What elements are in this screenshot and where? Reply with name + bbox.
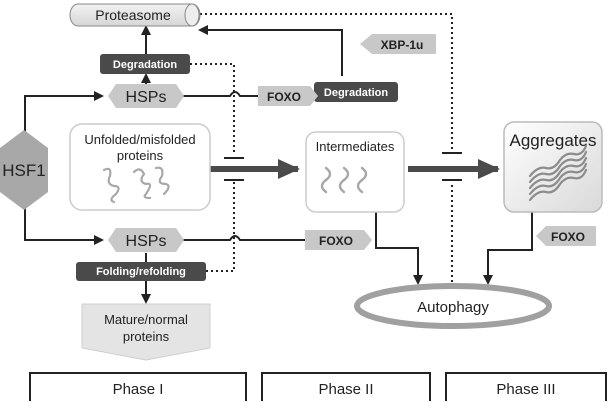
phase-bracket-3: Phase III — [445, 372, 607, 401]
aggregate-fibrils — [528, 144, 588, 202]
foxo-mid-label: FOXO — [319, 234, 353, 248]
dotted-proteasome-inhibit — [200, 13, 453, 150]
arrow-hsf1-to-hsps-bottom — [24, 201, 104, 245]
hsps-top-node: HSPs — [108, 84, 184, 108]
hsf1-node: HSF1 — [0, 130, 48, 210]
degradation-right-label: Degradation — [324, 87, 388, 99]
mature-label-line1: Mature/normal — [104, 312, 188, 327]
intermediate-squiggles — [320, 166, 368, 194]
foxo-mid-node: FOXO — [305, 230, 372, 250]
autophagy-label: Autophagy — [417, 299, 489, 316]
hsf1-label: HSF1 — [2, 161, 45, 180]
phase-2-label: Phase II — [318, 381, 373, 398]
arrow-foxo-to-hsps-bottom — [166, 235, 305, 245]
arrow-hsf1-to-hsps-top — [24, 91, 104, 138]
mature-label-line2: proteins — [123, 329, 170, 344]
arrow-foxo-to-hsps-top — [166, 91, 258, 101]
xbp1u-node: XBP-1u — [360, 34, 436, 54]
degradation-right-node: Degradation — [314, 82, 398, 102]
unfolded-label-line1: Unfolded/misfolded — [84, 132, 195, 147]
proteasome-label: Proteasome — [95, 7, 171, 23]
phase-bracket-1: Phase I — [29, 372, 247, 401]
intermediates-node: Intermediates — [305, 131, 405, 213]
foxo-top-label: FOXO — [267, 90, 301, 104]
unfolded-label-line2: proteins — [117, 148, 164, 163]
intermediates-label: Intermediates — [316, 139, 395, 154]
hsps-top-label: HSPs — [126, 89, 167, 106]
misfolded-protein-squiggles — [102, 166, 170, 204]
degradation-left-label: Degradation — [113, 59, 177, 71]
foxo-top-node: FOXO — [258, 86, 318, 106]
folding-refolding-node: Folding/refolding — [76, 262, 206, 281]
phase-bracket-2: Phase II — [261, 372, 431, 401]
autophagy-node: Autophagy — [354, 283, 552, 329]
aggregates-node: Aggregates — [503, 121, 603, 213]
phase-1-label: Phase I — [113, 381, 164, 398]
phase-3-label: Phase III — [496, 381, 555, 398]
arrow-aggregates-to-autophagy — [483, 212, 533, 285]
proteasome-node: Proteasome — [69, 3, 201, 27]
hsps-bottom-label: HSPs — [126, 233, 167, 250]
degradation-left-node: Degradation — [100, 54, 190, 74]
inhibitor-phase1-2 — [224, 157, 244, 181]
aggregates-label: Aggregates — [510, 131, 597, 150]
xbp1u-label: XBP-1u — [381, 38, 424, 52]
arrow-intermediates-to-autophagy — [375, 212, 423, 285]
foxo-right-node: FOXO — [536, 226, 596, 246]
inhibitor-phase2-3 — [442, 152, 462, 181]
foxo-right-label: FOXO — [551, 230, 585, 244]
mature-proteins-node: Mature/normal proteins — [81, 303, 211, 361]
folding-label: Folding/refolding — [96, 266, 186, 278]
unfolded-proteins-node: Unfolded/misfolded proteins — [69, 123, 211, 211]
hsps-bottom-node: HSPs — [108, 228, 184, 252]
arrow-right-degradation-to-proteasome — [198, 25, 343, 76]
